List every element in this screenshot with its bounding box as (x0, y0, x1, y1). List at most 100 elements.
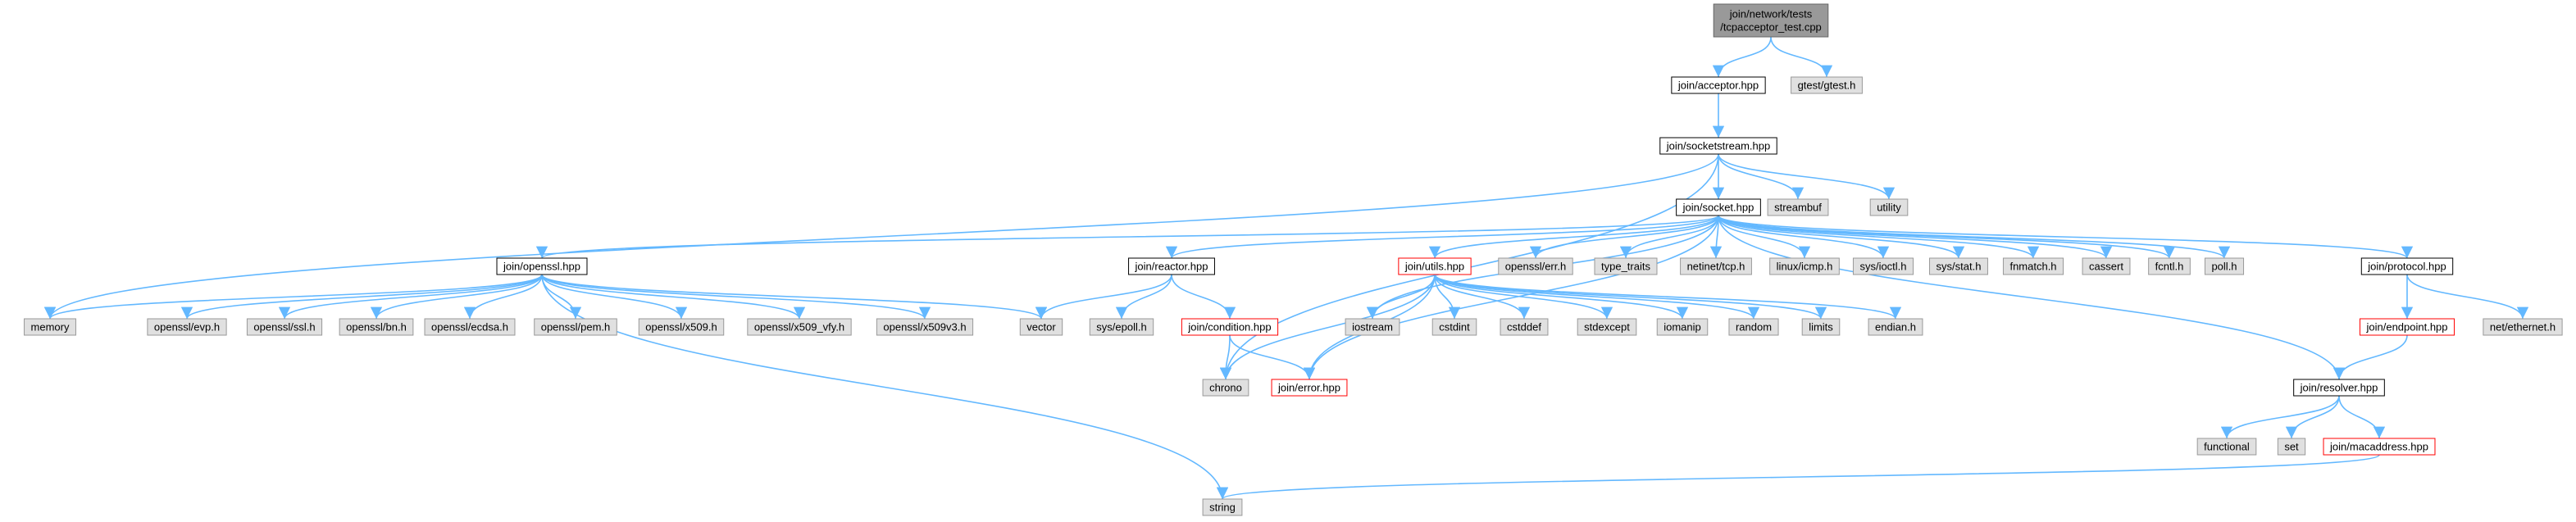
node-openssl-x509-vfy[interactable]: openssl/x509_vfy.h (747, 318, 852, 336)
node-random[interactable]: random (1728, 318, 1779, 336)
edge-socket-to-fcntl (1718, 215, 2175, 259)
node-root[interactable]: join/network/tests/tcpacceptor_test.cpp (1713, 3, 1829, 38)
edge-openssl_hpp-to-openssl_x509 (541, 274, 688, 320)
node-limits[interactable]: limits (1801, 318, 1841, 336)
node-box (638, 318, 725, 336)
node-protocol[interactable]: join/protocol.hpp (2360, 257, 2454, 275)
edge-openssl_hpp-to-openssl_ecdsa (463, 274, 543, 320)
node-sys-ioctl[interactable]: sys/ioctl.h (1852, 257, 1914, 275)
node-box (339, 318, 414, 336)
node-label: openssl/ssl.h (253, 321, 315, 334)
edge-reactor-to-sys_epoll (1115, 274, 1172, 320)
node-label: cstddef (1507, 321, 1541, 334)
node-label: fcntl.h (2155, 261, 2184, 273)
node-stdexcept[interactable]: stdexcept (1577, 318, 1637, 336)
node-error[interactable]: join/error.hpp (1271, 379, 1348, 397)
node-label: join/openssl.hpp (503, 261, 580, 273)
node-label: poll.h (2211, 261, 2237, 273)
node-box (1500, 318, 1549, 336)
node-macaddress[interactable]: join/macaddress.hpp (2323, 438, 2436, 456)
node-sys-stat[interactable]: sys/stat.h (1929, 257, 1988, 275)
node-label: string (1209, 502, 1236, 514)
node-fnmatch[interactable]: fnmatch.h (2002, 257, 2064, 275)
node-label: join/macaddress.hpp (2329, 441, 2428, 453)
node-chrono[interactable]: chrono (1202, 379, 1249, 397)
node-gtest[interactable]: gtest/gtest.h (1791, 76, 1863, 94)
node-cstddef[interactable]: cstddef (1500, 318, 1549, 336)
node-iomanip[interactable]: iomanip (1656, 318, 1709, 336)
node-openssl-hpp[interactable]: join/openssl.hpp (496, 257, 588, 275)
node-label: functional (2204, 441, 2250, 453)
edge-socket-to-sys_ioctl (1718, 215, 1890, 259)
node-socketstream[interactable]: join/socketstream.hpp (1659, 137, 1777, 155)
node-box (2196, 438, 2257, 456)
node-label: vector (1026, 321, 1056, 334)
node-box (1398, 257, 1472, 275)
node-openssl-x509v3[interactable]: openssl/x509v3.h (876, 318, 974, 336)
node-label: openssl/x509.h (645, 321, 717, 334)
node-set[interactable]: set (2277, 438, 2306, 456)
node-cstdint[interactable]: cstdint (1431, 318, 1477, 336)
node-net-ethernet[interactable]: net/ethernet.h (2483, 318, 2563, 336)
edge-protocol-to-net_ethernet (2406, 274, 2529, 320)
node-endpoint[interactable]: join/endpoint.hpp (2359, 318, 2455, 336)
node-box (24, 318, 76, 336)
node-label: random (1736, 321, 1772, 334)
node-streambuf[interactable]: streambuf (1767, 198, 1829, 216)
node-openssl-x509[interactable]: openssl/x509.h (638, 318, 725, 336)
edge-socket-to-netinet_tcp (1709, 215, 1723, 259)
node-resolver[interactable]: join/resolver.hpp (2293, 379, 2385, 397)
node-vector[interactable]: vector (1019, 318, 1063, 336)
node-openssl-err[interactable]: openssl/err.h (1498, 257, 1573, 275)
node-string[interactable]: string (1202, 498, 1243, 516)
node-openssl-ssl[interactable]: openssl/ssl.h (246, 318, 323, 336)
node-box (1801, 318, 1841, 336)
node-socket[interactable]: join/socket.hpp (1676, 198, 1761, 216)
edge-endpoint-to-resolver (2333, 334, 2408, 380)
node-label: openssl/ecdsa.h (431, 321, 508, 334)
node-cassert[interactable]: cassert (2082, 257, 2131, 275)
dependency-nodes: join/network/tests/tcpacceptor_test.cppj… (24, 3, 2563, 516)
node-label: openssl/evp.h (154, 321, 220, 334)
node-type-traits[interactable]: type_traits (1594, 257, 1658, 275)
node-fcntl[interactable]: fcntl.h (2148, 257, 2191, 275)
node-functional[interactable]: functional (2196, 438, 2257, 456)
node-linux-icmp[interactable]: linux/icmp.h (1769, 257, 1840, 275)
node-box (2293, 379, 2385, 397)
edge-openssl_hpp-to-vector (541, 274, 1047, 320)
node-label: join/protocol.hpp (2367, 261, 2446, 273)
node-endian[interactable]: endian.h (1868, 318, 1923, 336)
edge-socket-to-utils (1428, 215, 1719, 259)
node-box (1656, 318, 1709, 336)
edge-socket-to-linux_icmp (1718, 215, 1811, 259)
node-label: join/error.hpp (1277, 382, 1340, 394)
node-openssl-bn[interactable]: openssl/bn.h (339, 318, 414, 336)
node-label: streambuf (1774, 202, 1822, 214)
node-utils[interactable]: join/utils.hpp (1398, 257, 1472, 275)
edge-openssl_hpp-to-openssl_bn (370, 274, 543, 320)
node-label: linux/icmp.h (1777, 261, 1833, 273)
node-box (1713, 3, 1829, 38)
edge-socketstream-to-memory (44, 153, 1719, 320)
node-netinet-tcp[interactable]: netinet/tcp.h (1680, 257, 1752, 275)
node-label: join/utils.hpp (1404, 261, 1464, 273)
node-utility[interactable]: utility (1869, 198, 1909, 216)
node-box (1659, 137, 1777, 155)
node-label: iostream (1352, 321, 1393, 334)
node-iostream[interactable]: iostream (1345, 318, 1400, 336)
node-label: cstdint (1439, 321, 1470, 334)
node-memory[interactable]: memory (24, 318, 76, 336)
node-box (1271, 379, 1348, 397)
node-openssl-pem[interactable]: openssl/pem.h (534, 318, 617, 336)
node-openssl-ecdsa[interactable]: openssl/ecdsa.h (424, 318, 516, 336)
edge-utils-to-cstddef (1434, 274, 1531, 320)
node-openssl-evp[interactable]: openssl/evp.h (147, 318, 227, 336)
node-box (1594, 257, 1658, 275)
node-poll[interactable]: poll.h (2204, 257, 2245, 275)
node-condition[interactable]: join/condition.hpp (1181, 318, 1279, 336)
edge-socket-to-type_traits (1619, 215, 1719, 259)
node-sys-epoll[interactable]: sys/epoll.h (1089, 318, 1154, 336)
node-reactor[interactable]: join/reactor.hpp (1128, 257, 1215, 275)
node-acceptor[interactable]: join/acceptor.hpp (1671, 76, 1766, 94)
node-box (2323, 438, 2436, 456)
